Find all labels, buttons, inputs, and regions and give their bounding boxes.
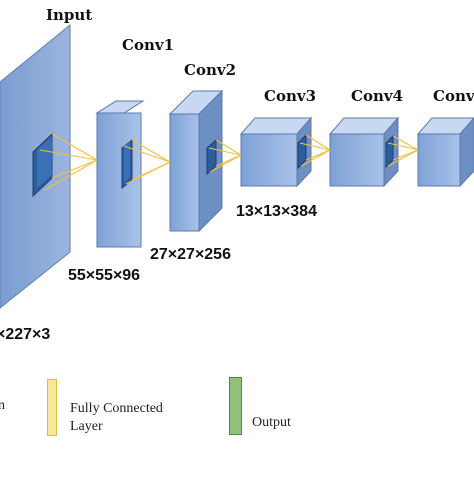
fully-connected-swatch [47, 379, 57, 436]
conv4-label: Conv4 [351, 87, 404, 105]
conv1-dims: 55×55×96 [68, 267, 141, 284]
conv1-block [95, 100, 145, 248]
legend-partial-text: n [0, 398, 5, 413]
conv5-label: Conv [433, 87, 474, 105]
conv2-block [168, 89, 224, 233]
conv3-dims: 13×13×384 [236, 203, 317, 220]
conv1-kernel [121, 138, 133, 190]
conv2-dims: 27×27×256 [150, 246, 231, 263]
conv2-label: Conv2 [184, 61, 237, 79]
output-swatch [229, 377, 242, 435]
conv3-block [239, 116, 313, 188]
conv1-label: Conv1 [122, 36, 175, 54]
conv4-block [328, 116, 400, 188]
conv5-block [416, 117, 474, 188]
conv3-label: Conv3 [264, 87, 317, 105]
connection-lines [39, 133, 419, 191]
fully-connected-legend-label: Fully Connected Layer [70, 401, 163, 434]
input-dims: ×227×3 [0, 326, 51, 343]
output-legend-label: Output [252, 415, 291, 430]
input-label: Input [46, 6, 93, 24]
